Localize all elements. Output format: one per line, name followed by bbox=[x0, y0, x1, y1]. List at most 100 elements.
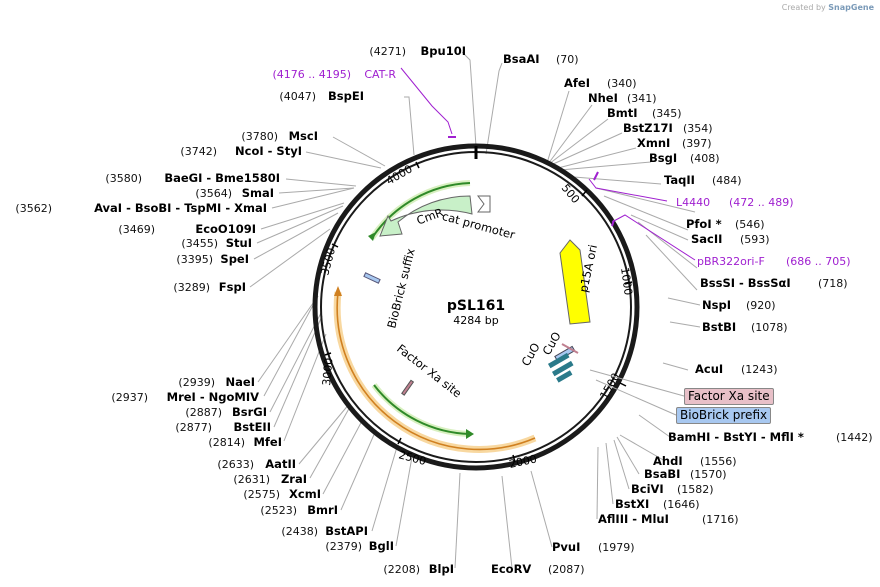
site-label[interactable]: BsgI bbox=[649, 151, 677, 165]
site-label[interactable]: AfeI bbox=[564, 76, 590, 90]
primer-position: (472 .. 489) bbox=[729, 196, 794, 209]
pbr322ori-primer-mark bbox=[611, 219, 615, 227]
site-label[interactable]: NspI bbox=[702, 298, 731, 312]
site-position: (3580) bbox=[105, 172, 142, 185]
site-label[interactable]: BstEII bbox=[233, 420, 271, 434]
site-label[interactable]: BsaBI bbox=[644, 467, 680, 481]
site-label[interactable]: AvaI - BsoBI - TspMI - XmaI bbox=[94, 201, 267, 215]
site-label[interactable]: BstAPI bbox=[325, 524, 368, 538]
site-label[interactable]: BamHI - BstYI - MflI * bbox=[668, 430, 804, 444]
right-enzyme-labels: BsaAI (70) AfeI (340) NheI (341) BmtI (3… bbox=[491, 52, 873, 576]
site-label[interactable]: SacII bbox=[691, 232, 722, 246]
site-label[interactable]: BstXI bbox=[615, 497, 649, 511]
site-label[interactable]: MfeI bbox=[253, 435, 282, 449]
orange-arc bbox=[336, 291, 536, 451]
site-position: (718) bbox=[818, 277, 848, 290]
biobrick-prefix-connector bbox=[595, 379, 677, 416]
site-label[interactable]: NaeI bbox=[226, 375, 255, 389]
biobrick-prefix-box[interactable]: BioBrick prefix bbox=[676, 407, 772, 424]
site-position: (354) bbox=[683, 122, 713, 135]
l4440-primer-mark bbox=[593, 171, 599, 181]
factor-xa-tick bbox=[561, 343, 579, 354]
primer-position: (4176 .. 4195) bbox=[272, 68, 351, 81]
site-label[interactable]: MreI - NgoMIV bbox=[167, 390, 259, 404]
site-label[interactable]: AflIII - MluI bbox=[598, 512, 669, 526]
primer-label[interactable]: L4440 bbox=[676, 196, 710, 209]
pbr322ori-primer-line bbox=[611, 214, 696, 261]
site-position: (546) bbox=[735, 218, 765, 231]
site-label[interactable]: TaqII bbox=[664, 173, 695, 187]
site-label[interactable]: BlpI bbox=[429, 562, 454, 576]
biobrick-suffix-label: BioBrick suffix bbox=[384, 247, 417, 330]
site-position: (4271) bbox=[369, 45, 406, 58]
site-position: (2379) bbox=[325, 540, 362, 553]
site-position: (345) bbox=[652, 107, 682, 120]
site-label[interactable]: PfoI * bbox=[686, 217, 722, 231]
site-label[interactable]: BmtI bbox=[607, 106, 638, 120]
site-label[interactable]: SpeI bbox=[220, 252, 249, 266]
site-label[interactable]: BstBI bbox=[702, 320, 736, 334]
site-label[interactable]: BmrI bbox=[307, 503, 338, 517]
site-label[interactable]: SmaI bbox=[242, 186, 274, 200]
site-position: (2087) bbox=[548, 563, 585, 576]
site-label[interactable]: BglI bbox=[369, 539, 394, 553]
factor-xa-site-box[interactable]: Factor Xa site bbox=[684, 388, 774, 405]
site-position: (1716) bbox=[702, 513, 739, 526]
site-label[interactable]: BssSI - BssSαI bbox=[700, 276, 791, 290]
cuo-marker-1[interactable] bbox=[547, 352, 570, 369]
site-position: (2877) bbox=[175, 421, 212, 434]
inner-green-arc bbox=[373, 384, 471, 435]
site-label[interactable]: ZraI bbox=[281, 472, 307, 486]
site-label[interactable]: PvuI bbox=[552, 540, 580, 554]
site-label[interactable]: Bpu10I bbox=[421, 44, 466, 58]
site-position: (2814) bbox=[208, 436, 245, 449]
site-label[interactable]: AcuI bbox=[695, 362, 723, 376]
site-label[interactable]: MscI bbox=[289, 129, 318, 143]
tick-2500: 2500 bbox=[397, 448, 427, 468]
site-position: (4047) bbox=[279, 90, 316, 103]
site-position: (2631) bbox=[233, 473, 270, 486]
site-label[interactable]: BspEI bbox=[328, 89, 364, 103]
site-label[interactable]: BstZ17I bbox=[623, 121, 673, 135]
site-label[interactable]: AatII bbox=[265, 457, 296, 471]
site-label[interactable]: AhdI bbox=[653, 454, 683, 468]
biobrick-suffix-marker[interactable] bbox=[363, 272, 381, 284]
site-label[interactable]: EcoO109I bbox=[195, 222, 256, 236]
site-label[interactable]: BsaAI bbox=[503, 52, 540, 66]
site-position: (1442) bbox=[836, 431, 873, 444]
cuo-marker-2[interactable] bbox=[551, 360, 574, 377]
site-label[interactable]: XcmI bbox=[289, 487, 321, 501]
left-enzyme-labels: (4271) Bpu10I (4176 .. 4195) CAT-R (4047… bbox=[15, 44, 466, 576]
p15a-ori-feature[interactable] bbox=[559, 239, 591, 325]
site-position: (2575) bbox=[243, 488, 280, 501]
site-position: (1556) bbox=[700, 455, 737, 468]
primer-label[interactable]: pBR322ori-F bbox=[697, 255, 765, 268]
site-position: (2523) bbox=[260, 504, 297, 517]
site-position: (1570) bbox=[690, 468, 727, 481]
site-position: (1078) bbox=[751, 321, 788, 334]
site-label[interactable]: XmnI bbox=[637, 136, 670, 150]
site-label[interactable]: NheI bbox=[588, 91, 618, 105]
credit-text: Created by bbox=[781, 3, 826, 12]
site-label[interactable]: EcoRV bbox=[491, 562, 531, 576]
cuo-marker-3[interactable] bbox=[556, 370, 573, 383]
factor-xa-marker[interactable] bbox=[401, 379, 415, 396]
primer-position: (686 .. 705) bbox=[786, 255, 851, 268]
site-position: (3562) bbox=[15, 202, 52, 215]
site-position: (1979) bbox=[598, 541, 635, 554]
site-label[interactable]: BsrGI bbox=[232, 405, 267, 419]
cat-promoter-label: cat promoter bbox=[441, 209, 517, 242]
cmr-feature[interactable] bbox=[379, 195, 473, 237]
site-label[interactable]: StuI bbox=[226, 236, 252, 250]
primer-label[interactable]: CAT-R bbox=[364, 68, 396, 81]
site-label[interactable]: BciVI bbox=[631, 482, 664, 496]
site-label[interactable]: FspI bbox=[219, 280, 246, 294]
site-position: (70) bbox=[556, 53, 579, 66]
site-position: (408) bbox=[690, 152, 720, 165]
cat-promoter-feature[interactable] bbox=[477, 195, 491, 213]
cuo-label-1: CuO bbox=[518, 340, 542, 368]
l4440-primer-line bbox=[588, 178, 668, 202]
site-label[interactable]: BaeGI - Bme1580I bbox=[164, 171, 280, 185]
site-label[interactable]: NcoI - StyI bbox=[235, 144, 302, 158]
